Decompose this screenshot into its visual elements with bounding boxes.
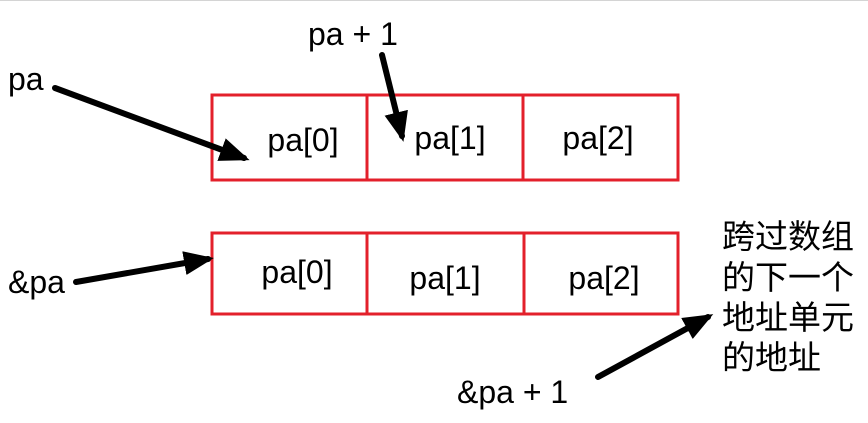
bottom-cell-0-label: pa[0]: [261, 254, 332, 290]
top-cell-0-label: pa[0]: [267, 122, 338, 158]
pa-plus-1-label: pa + 1: [308, 16, 398, 52]
amp-pa-label: &pa: [8, 264, 65, 300]
annotation-line-1: 跨过数组: [722, 217, 854, 256]
pa-label: pa: [8, 61, 44, 97]
amp-pa-arrow: [73, 251, 214, 285]
bottom-cell-2-label: pa[2]: [568, 260, 639, 296]
annotation-line-3: 地址单元: [722, 298, 854, 337]
top-cell-2-label: pa[2]: [562, 120, 633, 156]
pa-plus-1-arrow: [379, 52, 408, 142]
bottom-cell-1-label: pa[1]: [409, 260, 480, 296]
top-cell-1-label: pa[1]: [414, 120, 485, 156]
annotation-line-2: 的下一个: [722, 258, 854, 297]
annotation-line-4: 的地址: [722, 338, 821, 377]
pa-arrow: [52, 85, 250, 161]
amp-pa-plus-1-label: &pa + 1: [457, 374, 568, 410]
amp-pa-plus-1-arrow: [595, 314, 714, 380]
top-array-box: [210, 93, 680, 182]
top-array: pa[0] pa[1] pa[2]: [210, 93, 680, 182]
next-address-annotation: 跨过数组 的下一个 地址单元 的地址: [722, 217, 854, 377]
bottom-array: pa[0] pa[1] pa[2]: [210, 231, 680, 316]
